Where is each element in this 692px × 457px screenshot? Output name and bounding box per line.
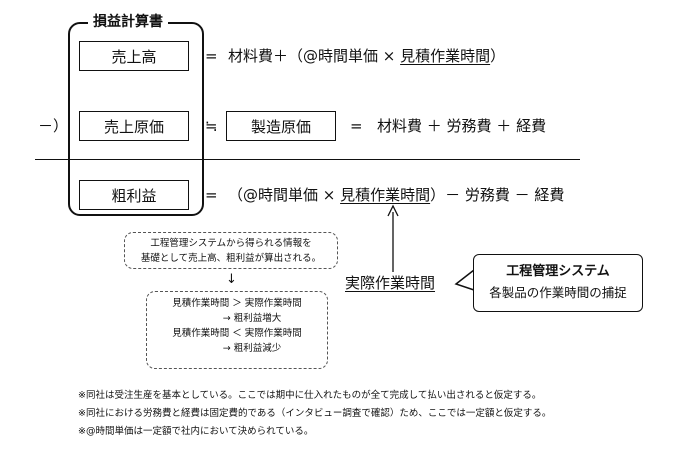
profit-formula-part1: （@時間単価 × <box>228 186 341 204</box>
comparison-line2: → 粗利益増大 <box>222 313 282 324</box>
row2-equals: = <box>350 117 363 135</box>
manufacturing-cost-box: 製造原価 <box>226 111 336 141</box>
info-note-box: 工程管理システムから得られる情報を 基礎として売上高、粗利益が算出される。 <box>124 232 338 269</box>
profit-formula-estimate: 見積作業時間 <box>340 186 431 204</box>
sales-formula-part1: 材料費＋（@時間単価 × <box>228 47 401 65</box>
sales-formula: 材料費＋（@時間単価 × 見積作業時間） <box>228 46 505 66</box>
arrow-head <box>387 204 399 217</box>
sales-formula-part3: ） <box>490 47 506 65</box>
row1-equals: = <box>205 47 218 65</box>
subtraction-line <box>35 159 580 160</box>
sales-formula-estimate: 見積作業時間 <box>400 47 491 65</box>
frame-title: 損益計算書 <box>88 12 168 32</box>
row2-approx: ≒ <box>205 117 218 135</box>
down-arrow: ↓ <box>226 272 237 287</box>
info-note-line2: 基礎として売上高、粗利益が算出される。 <box>140 253 322 264</box>
info-note-line1: 工程管理システムから得られる情報を <box>150 238 312 249</box>
sales-label: 売上高 <box>111 47 157 66</box>
row3-equals: = <box>205 186 218 204</box>
manufacturing-cost-label: 製造原価 <box>250 117 311 136</box>
profit-formula: （@時間単価 × 見積作業時間）－ 労務費 － 経費 <box>228 185 564 205</box>
footnote-1: ※同社は受注生産を基本としている。ここでは期中に仕入れたものが全て完成して払い出… <box>78 390 542 401</box>
system-subtitle: 各製品の作業時間の捕捉 <box>489 285 627 300</box>
gross-profit-label: 粗利益 <box>111 186 157 205</box>
system-callout-pointer <box>454 269 475 291</box>
sales-box: 売上高 <box>79 41 189 71</box>
cost-of-sales-label: 売上原価 <box>103 117 164 136</box>
process-management-system-box: 工程管理システム 各製品の作業時間の捕捉 <box>473 254 643 312</box>
comparison-line1: 見積作業時間 ＞ 実際作業時間 <box>172 298 302 309</box>
footnote-2: ※同社における労務費と経費は固定費的である（インタビュー調査で確認）ため、ここで… <box>78 408 552 419</box>
profit-formula-part3: ）－ 労務費 － 経費 <box>430 186 565 204</box>
cost-formula: 材料費 ＋ 労務費 ＋ 経費 <box>377 117 547 135</box>
minus-prefix: －） <box>38 117 69 135</box>
comparison-line3: 見積作業時間 ＜ 実際作業時間 <box>172 328 302 339</box>
gross-profit-box: 粗利益 <box>79 180 189 210</box>
actual-work-time: 実際作業時間 <box>345 274 436 292</box>
system-title: 工程管理システム <box>506 264 610 279</box>
footnote-3: ※@時間単価は一定額で社内において決められている。 <box>78 426 314 437</box>
comparison-line4: → 粗利益減少 <box>222 343 282 354</box>
comparison-box: 見積作業時間 ＞ 実際作業時間 → 粗利益増大 見積作業時間 ＜ 実際作業時間 … <box>146 291 328 369</box>
cost-of-sales-box: 売上原価 <box>79 111 189 141</box>
